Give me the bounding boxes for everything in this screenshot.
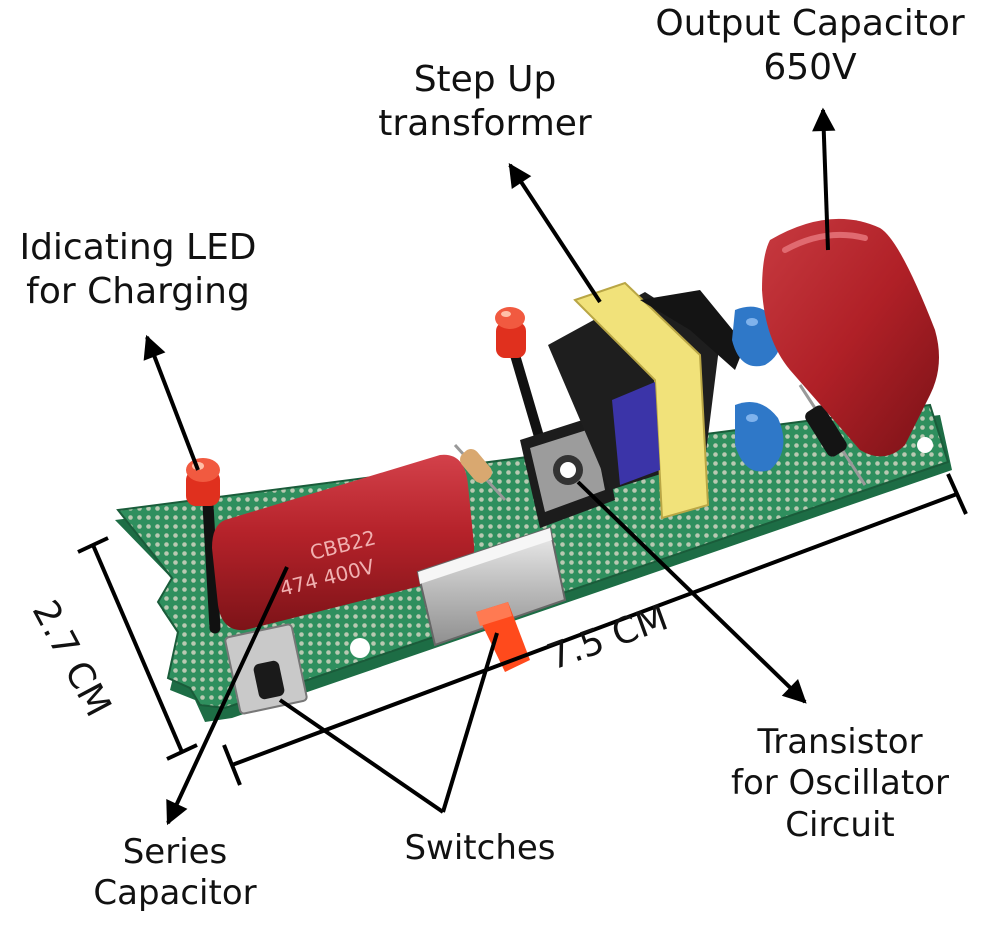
step-up-transformer [548,281,745,520]
label-series-capacitor: Series Capacitor [93,832,257,914]
label-transistor: Transistor for Oscillator Circuit [730,722,949,845]
label-output-capacitor: Output Capacitor 650V [655,3,965,88]
output-capacitor [762,218,939,457]
push-button [224,623,308,715]
slide-switch [416,526,567,672]
resistor [453,443,507,502]
dimension-lines [77,473,968,786]
label-switches: Switches [404,828,556,868]
led-right [495,307,545,445]
label-step-up-transformer: Step Up transformer [378,59,592,144]
label-indicating-led: Idicating LED for Charging [19,227,257,312]
diode [798,384,867,486]
